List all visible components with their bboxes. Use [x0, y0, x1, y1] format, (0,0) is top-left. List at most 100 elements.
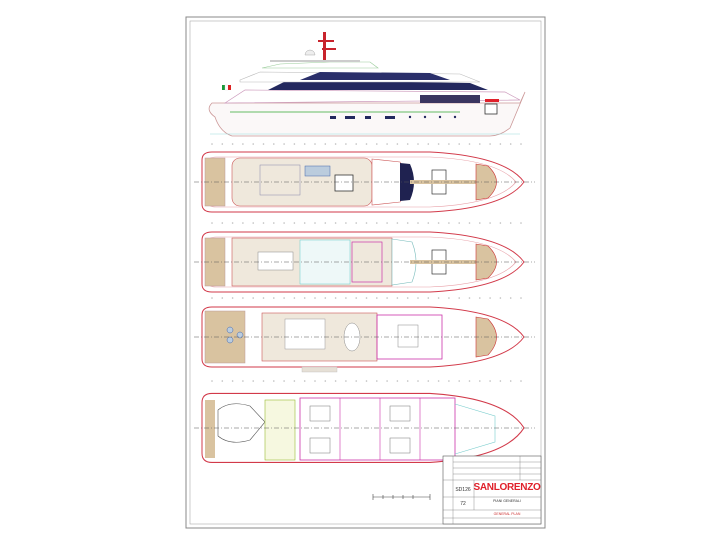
scale-bar [372, 494, 431, 500]
station-mark [252, 297, 254, 299]
station-mark [365, 297, 368, 299]
station-mark [458, 143, 461, 145]
station-mark [252, 380, 254, 382]
station-mark [242, 143, 244, 145]
station-mark [283, 222, 285, 224]
station-mark [252, 222, 254, 224]
station-mark [509, 380, 512, 382]
station-mark [345, 297, 347, 299]
station-mark [448, 143, 450, 145]
station-mark [458, 222, 461, 224]
station-mark [437, 143, 440, 145]
station-mark [396, 143, 399, 145]
station-mark [386, 297, 388, 299]
station-mark [509, 222, 512, 224]
station-mark [479, 222, 481, 224]
station-mark [376, 297, 378, 299]
station-mark [355, 222, 358, 224]
station-mark [376, 143, 378, 145]
station-mark [293, 222, 296, 224]
station-mark [499, 380, 502, 382]
station-mark [427, 143, 430, 145]
station-mark [303, 297, 306, 299]
station-mark [314, 297, 316, 299]
station-mark [479, 297, 481, 299]
station-mark [520, 143, 522, 145]
station-mark [437, 297, 440, 299]
station-mark [376, 380, 378, 382]
station-mark [314, 380, 316, 382]
station-mark [355, 380, 358, 382]
station-mark [221, 222, 224, 224]
station-mark [273, 297, 275, 299]
station-mark [345, 222, 347, 224]
station-mark [221, 380, 224, 382]
station-mark [273, 222, 275, 224]
station-mark [458, 380, 461, 382]
station-mark [468, 297, 471, 299]
station-mark [365, 222, 368, 224]
station-mark [448, 222, 450, 224]
deck-plan-lower-deck [201, 392, 525, 463]
station-mark [242, 222, 244, 224]
station-mark [448, 297, 450, 299]
sheet-frame [185, 16, 546, 529]
station-mark [345, 143, 347, 145]
station-mark [334, 297, 337, 299]
station-mark [273, 143, 275, 145]
station-mark [406, 380, 409, 382]
station-mark [231, 297, 234, 299]
station-mark [334, 222, 337, 224]
station-mark [273, 380, 275, 382]
radar-mast [323, 32, 326, 60]
station-mark [365, 380, 368, 382]
station-mark [427, 380, 430, 382]
station-mark [520, 380, 522, 382]
station-mark [262, 297, 265, 299]
station-mark [303, 380, 306, 382]
station-mark [221, 297, 224, 299]
station-mark [211, 222, 213, 224]
station-mark [417, 222, 419, 224]
station-mark [406, 143, 409, 145]
station-mark [231, 222, 234, 224]
station-mark [417, 143, 419, 145]
station-mark [303, 143, 306, 145]
station-mark [479, 143, 481, 145]
station-mark [355, 297, 358, 299]
station-mark [211, 143, 213, 145]
title-block: SANLORENZO SD126 72 PIANI GENERALI GENER… [442, 455, 541, 525]
model-code: SD126 [455, 487, 471, 493]
station-mark [520, 222, 522, 224]
station-mark [211, 297, 213, 299]
italian-flag-icon [222, 84, 231, 91]
station-marks [211, 143, 522, 382]
station-mark [283, 380, 285, 382]
station-mark [406, 297, 409, 299]
station-mark [314, 222, 316, 224]
station-mark [262, 222, 265, 224]
station-mark [252, 143, 254, 145]
station-mark [283, 143, 285, 145]
station-mark [489, 380, 491, 382]
station-mark [396, 380, 399, 382]
station-mark [427, 222, 430, 224]
station-mark [396, 297, 399, 299]
station-mark [262, 380, 265, 382]
station-mark [386, 222, 388, 224]
station-mark [386, 380, 388, 382]
station-mark [437, 380, 440, 382]
station-mark [448, 380, 450, 382]
station-mark [376, 222, 378, 224]
centerlines [194, 181, 535, 429]
station-mark [303, 222, 306, 224]
station-mark [262, 143, 265, 145]
deck-plan-main-deck [201, 306, 525, 373]
station-mark [417, 380, 419, 382]
station-mark [489, 143, 491, 145]
station-mark [355, 143, 358, 145]
station-mark [509, 297, 512, 299]
station-mark [406, 222, 409, 224]
station-mark [499, 297, 502, 299]
